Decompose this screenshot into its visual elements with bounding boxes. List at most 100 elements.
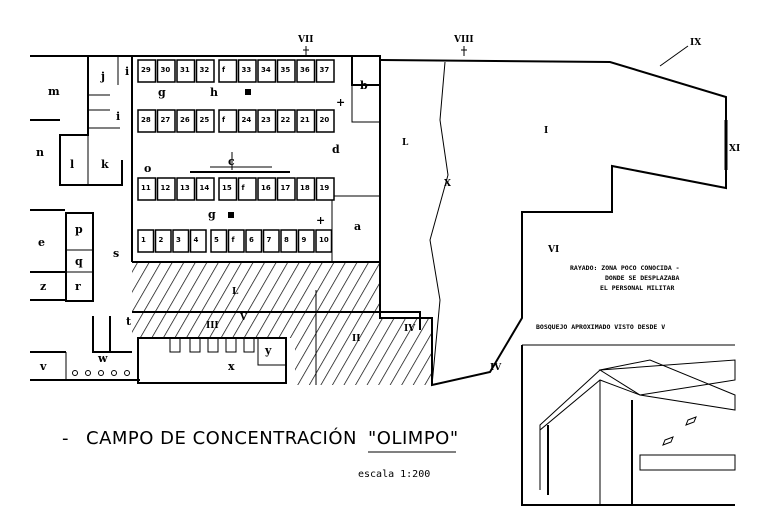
cell: [176, 177, 196, 201]
cell-number: 32: [200, 66, 210, 74]
svg-text:-: -: [62, 428, 69, 449]
cell: [189, 229, 207, 253]
square-mark: [228, 212, 234, 218]
room-l: l: [70, 158, 74, 171]
cell: [156, 59, 176, 83]
marker-iii: III: [206, 321, 219, 331]
title-block: - CAMPO DE CONCENTRACIÓN "OLIMPO" escala…: [62, 427, 459, 480]
cell: [276, 109, 296, 133]
cell: [315, 177, 335, 201]
marker-xi: XI: [729, 144, 740, 154]
cell: [296, 59, 316, 83]
view-markers: VII VIII IX XI I L L X VI III V II IV IV: [206, 35, 740, 373]
marker-viii: VIII: [453, 35, 474, 45]
marker-ix: IX: [690, 38, 701, 48]
marker-iv: IV: [404, 324, 416, 334]
cell: [176, 59, 196, 83]
cell-number: 17: [281, 184, 291, 192]
room-z: z: [40, 280, 46, 293]
cell: [257, 177, 277, 201]
cell-number: f: [222, 66, 226, 74]
room-r: r: [75, 280, 81, 293]
cell: [218, 109, 238, 133]
lower-ring-icons: [72, 370, 130, 376]
arrow-icon: [659, 45, 689, 67]
room-i: i: [116, 110, 120, 123]
cell: [195, 59, 215, 83]
cell-number: 1: [141, 236, 146, 244]
lower-block: [137, 337, 287, 384]
cell: [245, 229, 263, 253]
legend-line: RAYADO: ZONA POCO CONOCIDA -: [570, 264, 680, 272]
marker-iv: IV: [490, 363, 502, 373]
cell-number: 3: [176, 236, 181, 244]
cell-number: 21: [300, 116, 310, 124]
cell-number: 20: [320, 116, 330, 124]
main-block: [30, 55, 381, 263]
cell: [227, 229, 245, 253]
cell: [276, 59, 296, 83]
cell: [276, 177, 296, 201]
cell-number: f: [222, 116, 226, 124]
cell: [237, 177, 257, 201]
cell-number: 13: [180, 184, 190, 192]
cell-number: 19: [320, 184, 330, 192]
cell: [154, 229, 172, 253]
cell-number: 31: [180, 66, 190, 74]
cell-number: 24: [242, 116, 252, 124]
cell-number: 36: [300, 66, 310, 74]
cell: [257, 109, 277, 133]
room-a: a: [354, 220, 361, 233]
marker-ii: II: [352, 334, 360, 344]
cell-number: 12: [161, 184, 171, 192]
room-q: q: [75, 255, 83, 268]
cell: [315, 109, 335, 133]
cell-number: 34: [261, 66, 271, 74]
cell-number: 28: [141, 116, 151, 124]
legend-line: DONDE SE DESPLAZABA: [605, 274, 679, 282]
room-y: y: [264, 344, 272, 357]
cell-number: 29: [141, 66, 151, 74]
inset-caption: BOSQUEJO APROXIMADO VISTO DESDE V: [536, 323, 665, 331]
cell: [156, 109, 176, 133]
cell: [296, 109, 316, 133]
legend-line: EL PERSONAL MILITAR: [600, 284, 674, 292]
marker-vi: VI: [547, 245, 559, 255]
cell: [137, 109, 157, 133]
cell: [262, 229, 280, 253]
cell: [137, 229, 155, 253]
cell: [172, 229, 190, 253]
cell: [156, 177, 176, 201]
left-wing: [30, 56, 140, 381]
room-o: o: [144, 162, 151, 175]
cell-number: 27: [161, 116, 171, 124]
marker-x: X: [444, 179, 451, 189]
marker-v: V: [239, 313, 248, 323]
cell-number: 8: [284, 236, 289, 244]
marker-vii: VII: [297, 35, 313, 45]
cell: [195, 109, 215, 133]
cell-number: 25: [200, 116, 210, 124]
room-c: c: [228, 155, 235, 168]
cell: [195, 177, 215, 201]
room-v: v: [39, 360, 47, 373]
cell-number: 5: [214, 236, 219, 244]
page-title-name: "OLIMPO": [368, 428, 459, 449]
inset-sketch: [521, 344, 736, 506]
cell-number: 7: [267, 236, 272, 244]
room-e: e: [38, 236, 45, 249]
room-s: s: [113, 247, 119, 260]
room-n: n: [36, 146, 44, 159]
plus-mark: +: [336, 96, 345, 109]
plus-mark: +: [316, 214, 325, 227]
cell-number: 10: [319, 236, 329, 244]
cell: [137, 177, 157, 201]
cell-number: 37: [320, 66, 330, 74]
marker-i: I: [544, 126, 548, 136]
room-k: k: [101, 158, 109, 171]
arrow-up-icon: [303, 46, 309, 56]
room-i: i: [125, 65, 129, 78]
cell-number: 18: [300, 184, 310, 192]
cell-number: 35: [281, 66, 291, 74]
